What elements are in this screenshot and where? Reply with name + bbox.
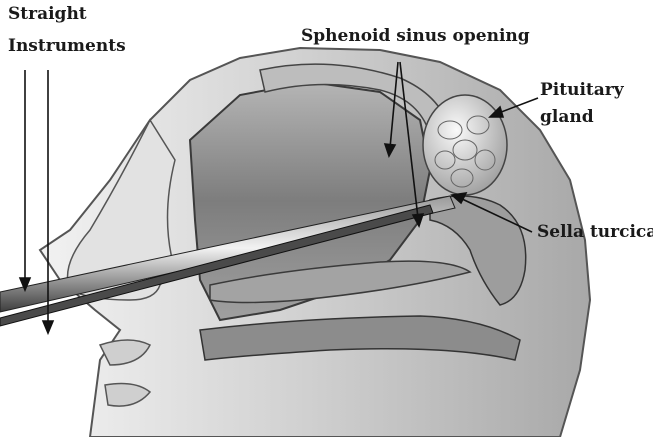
straight-label: Straight [8, 4, 87, 24]
sphenoid-sinus-opening-label: Sphenoid sinus opening [301, 26, 530, 46]
pituitary-label: Pituitary [540, 80, 624, 100]
pituitary-gland-shape [423, 95, 507, 195]
gland-label: gland [540, 107, 594, 127]
instruments-label: Instruments [8, 36, 126, 56]
sella-turcica-label: Sella turcica [537, 222, 653, 242]
